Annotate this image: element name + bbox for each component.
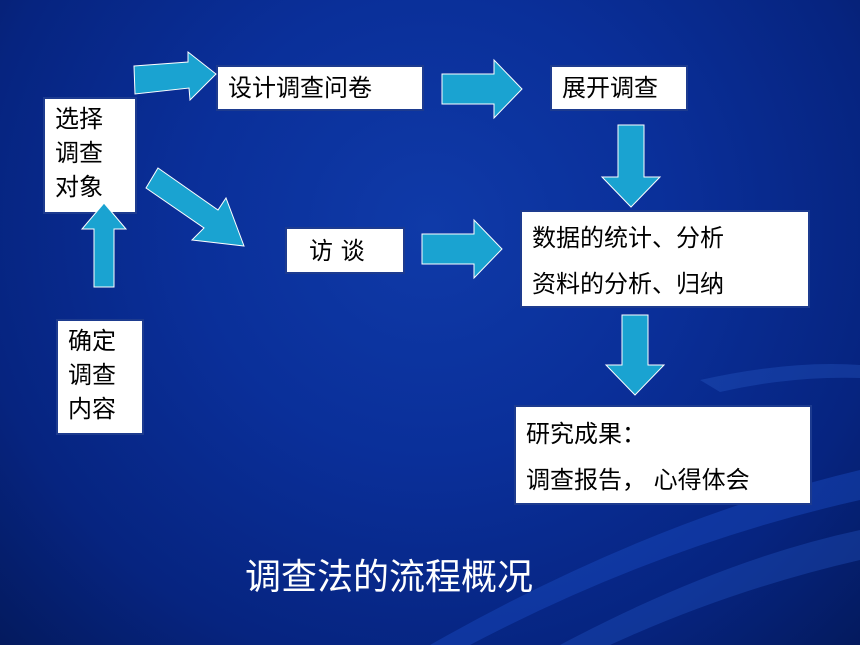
arrow-to-analysis-shape <box>600 124 662 208</box>
node-analysis-line-1: 数据的统计、分析 <box>532 224 724 252</box>
arrow-to-results-shape <box>604 314 666 396</box>
arrow-interview-to-analysis-shape <box>421 218 503 280</box>
node-interview-label: 访 谈 <box>309 237 365 265</box>
node-analysis-line-2: 资料的分析、归纳 <box>532 270 724 298</box>
arrow-up-icon <box>80 202 128 288</box>
arrow-diagonal-icon <box>145 167 245 247</box>
node-determine-line-2: 调查 <box>68 361 116 389</box>
arrow-right-icon <box>441 58 523 120</box>
arrow-down-icon <box>600 124 662 208</box>
node-design-label: 设计调查问卷 <box>228 74 372 102</box>
node-determine-line-1: 确定 <box>68 327 116 355</box>
node-results: 研究成果： 调查报告， 心得体会 <box>514 405 812 505</box>
arrow-right-icon <box>421 218 503 280</box>
node-determine-line-3: 内容 <box>68 395 116 423</box>
node-select-target: 选择 调查 对象 <box>43 97 137 214</box>
node-results-line-2: 调查报告， 心得体会 <box>526 466 750 494</box>
arrow-right-icon <box>133 50 217 102</box>
arrow-up-shape <box>80 202 128 288</box>
node-conduct-label: 展开调查 <box>562 74 658 102</box>
node-select-line-2: 调查 <box>55 139 103 167</box>
node-interview: 访 谈 <box>285 227 405 274</box>
arrow-to-design-shape <box>133 50 217 102</box>
node-select-line-1: 选择 <box>55 105 103 133</box>
node-select-line-3: 对象 <box>55 173 103 201</box>
node-analysis: 数据的统计、分析 资料的分析、归纳 <box>520 210 810 308</box>
node-results-line-1: 研究成果： <box>526 420 646 448</box>
node-conduct-survey: 展开调查 <box>550 65 688 111</box>
arrow-down-icon <box>604 314 666 396</box>
slide-title: 调查法的流程概况 <box>245 557 534 598</box>
node-design-questionnaire: 设计调查问卷 <box>216 65 424 111</box>
node-determine-content: 确定 调查 内容 <box>56 319 144 435</box>
arrow-to-interview-shape <box>145 167 245 247</box>
arrow-to-conduct-shape <box>441 58 523 120</box>
